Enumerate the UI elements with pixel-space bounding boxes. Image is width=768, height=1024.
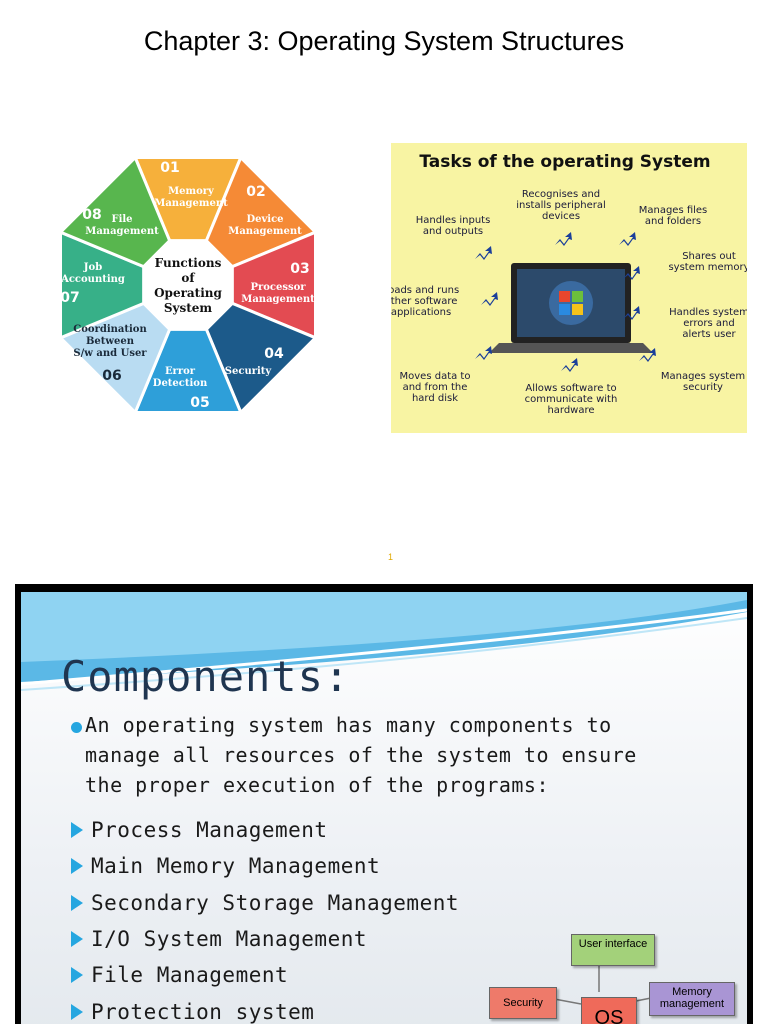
center-label: Functions (155, 256, 222, 270)
task-label-memory: Shares out (682, 251, 736, 262)
center-label: System (164, 301, 213, 315)
task-label-handles-io: Handles inputs (416, 215, 491, 226)
task-label-peripheral: installs peripheral (516, 200, 606, 211)
os-tasks-figure: Tasks of the operating System Handles in… (383, 143, 750, 433)
task-label-disk: and from the (403, 382, 468, 393)
segment-number: 01 (160, 160, 179, 176)
squiggle-arrow-icon (475, 246, 492, 260)
list-item: I/O System Management (71, 921, 459, 957)
squiggle-arrow-icon (481, 292, 498, 306)
segment-number: 05 (190, 395, 209, 411)
segment-label: Detection (153, 378, 208, 389)
segment-number: 03 (290, 261, 309, 277)
list-item: Process Management (71, 812, 459, 848)
squiggle-arrow-icon (619, 232, 636, 246)
task-label-communicate: Allows software to (525, 383, 616, 394)
slide-content: Components: An operating system has many… (21, 592, 747, 1024)
task-label-files: and folders (645, 216, 701, 227)
task-label-errors: Handles system (669, 307, 747, 318)
center-label: of (181, 271, 195, 285)
squiggle-arrow-icon (639, 348, 656, 362)
segment-label: Device (246, 214, 283, 225)
squiggle-arrow-icon (555, 232, 572, 246)
task-label-loads: applications (391, 307, 451, 318)
arrow-icon (71, 967, 83, 984)
list-item: Secondary Storage Management (71, 885, 459, 921)
tasks-title: Tasks of the operating System (419, 152, 710, 172)
arrow-icon (71, 1003, 83, 1020)
arrow-icon (71, 894, 83, 911)
task-label-loads: Loads and runs (391, 285, 459, 296)
component-list: Process Management Main Memory Managemen… (71, 812, 459, 1024)
user-interface-box: User interface (571, 934, 655, 966)
segment-number: 04 (264, 346, 284, 362)
memory-management-box: Memory management (649, 982, 735, 1016)
components-slide: Components: An operating system has many… (15, 584, 753, 1024)
segment-label: Between (86, 336, 135, 347)
task-label-communicate: communicate with (525, 394, 618, 405)
task-label-security: security (683, 382, 723, 393)
task-label-security: Manages system (661, 371, 745, 382)
segment-label: Memory (168, 186, 215, 197)
task-label-disk: hard disk (412, 393, 458, 404)
segment-label: Management (228, 226, 302, 237)
bullet-dot-icon (71, 722, 82, 733)
page-title: Chapter 3: Operating System Structures (143, 26, 625, 56)
segment-label: Management (85, 226, 159, 237)
segment-label: Management (154, 198, 228, 209)
segment-label: S/w and User (73, 348, 147, 359)
os-tasks-diagram: Tasks of the operating System Handles in… (383, 152, 750, 416)
task-label-memory: system memory (668, 262, 747, 273)
segment-number: 02 (246, 184, 265, 200)
segment-label: Accounting (60, 274, 125, 285)
task-label-disk: Moves data to (400, 371, 471, 382)
os-box: OS (581, 997, 637, 1024)
task-label-peripheral: Recognises and (522, 189, 600, 200)
list-item: File Management (71, 957, 459, 993)
arrow-icon (71, 858, 83, 875)
segment-label: Job (83, 262, 102, 273)
task-label-errors: alerts user (682, 329, 736, 340)
task-label-errors: errors and (683, 318, 734, 329)
segment-label: Management (241, 294, 315, 305)
octagon-center (143, 240, 233, 330)
segment-label: Security (225, 366, 273, 377)
security-box: Security (489, 987, 557, 1019)
segment-number: 08 (82, 207, 101, 223)
task-label-peripheral: devices (542, 211, 580, 222)
center-label: Operating (154, 286, 222, 300)
list-item: Main Memory Management (71, 848, 459, 884)
squiggle-arrow-icon (623, 306, 640, 320)
segment-label: Error (165, 366, 196, 377)
task-label-communicate: hardware (547, 405, 594, 416)
squiggle-arrow-icon (623, 266, 640, 280)
segment-number: 07 (60, 290, 79, 306)
task-label-loads: other software (391, 296, 457, 307)
squiggle-arrow-icon (561, 358, 578, 372)
segment-label: File (111, 214, 132, 225)
task-label-files: Manages files (639, 205, 708, 216)
page-number: 1 (388, 552, 394, 562)
arrow-icon (71, 931, 83, 948)
arrow-icon (71, 822, 83, 839)
os-functions-octagon: FunctionsofOperatingSystem01MemoryManage… (59, 156, 317, 414)
segment-label: Processor (250, 282, 306, 293)
slide-title: Components: (61, 652, 351, 701)
laptop-icon (489, 263, 653, 353)
segment-number: 06 (102, 368, 121, 384)
list-item: Protection system (71, 993, 459, 1024)
task-label-handles-io: and outputs (423, 226, 483, 237)
squiggle-arrow-icon (475, 346, 492, 360)
intro-text: An operating system has many components … (85, 713, 637, 797)
wave-decoration (21, 592, 747, 691)
segment-label: Coordination (73, 324, 147, 335)
